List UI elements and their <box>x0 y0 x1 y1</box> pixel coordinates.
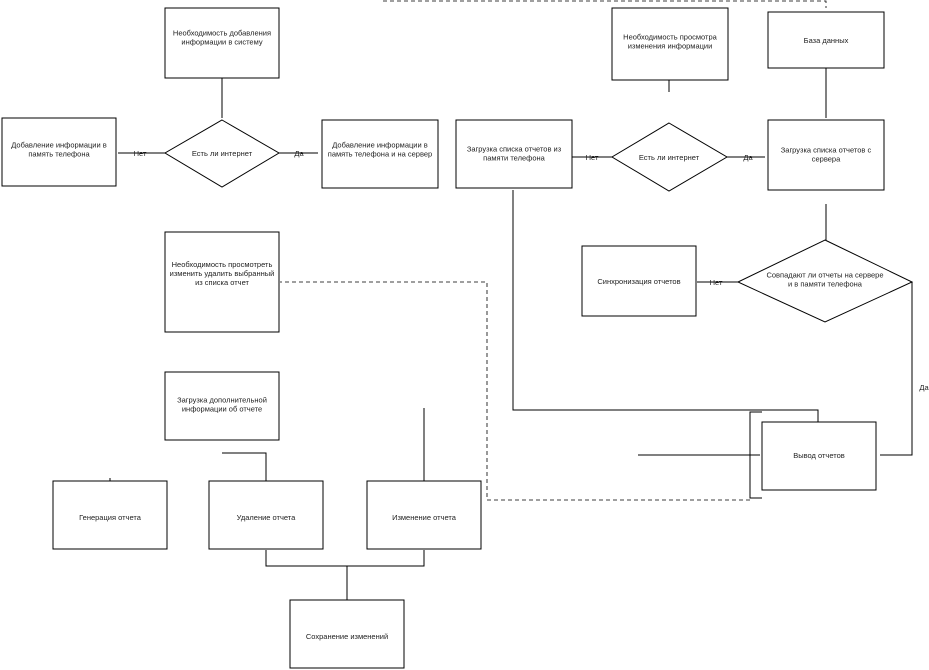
box-need-edit[interactable] <box>164 231 280 333</box>
box-sync[interactable] <box>581 245 697 317</box>
label-sync: Синхронизация отчетов <box>597 277 680 286</box>
box-delete[interactable] <box>208 480 324 550</box>
edge-label-yes-right: Да <box>743 153 753 162</box>
box-db[interactable] <box>767 11 885 69</box>
decision-internet-right[interactable] <box>611 122 728 192</box>
box-add-to-phone[interactable] <box>1 117 117 187</box>
box-modify[interactable] <box>366 480 482 550</box>
box-load-from-server[interactable] <box>767 119 885 191</box>
decision-internet-left[interactable] <box>164 119 280 188</box>
edge-label-no-match: Нет <box>710 278 723 287</box>
label-generate: Генерация отчета <box>79 513 142 522</box>
label-modify: Изменение отчета <box>392 513 457 522</box>
label-save: Сохранение изменений <box>306 632 388 641</box>
label-internet-right: Есть ли интернет <box>639 153 700 162</box>
box-load-extra[interactable] <box>164 371 280 441</box>
box-add-to-phone-server[interactable] <box>321 119 439 189</box>
edge-show-bracket <box>749 411 762 499</box>
label-delete: Удаление отчета <box>237 513 296 522</box>
box-show-reports[interactable] <box>761 421 877 491</box>
box-need-view[interactable] <box>611 7 729 81</box>
box-load-from-phone[interactable] <box>455 119 573 189</box>
label-internet-left: Есть ли интернет <box>192 149 253 158</box>
edge-label-no-left: Нет <box>134 149 147 158</box>
edge-extra-to-delete <box>222 452 267 481</box>
box-save[interactable] <box>289 599 405 669</box>
edge-label-yes-left: Да <box>294 149 304 158</box>
edge-dashed-feedback <box>280 281 750 501</box>
label-db: База данных <box>804 36 849 45</box>
edge-phone-to-show <box>512 190 819 422</box>
edge-label-no-right: Нет <box>586 153 599 162</box>
edge-match-yes <box>880 282 913 456</box>
edge-top-dashed <box>383 0 827 8</box>
box-need-add[interactable] <box>164 7 280 79</box>
edge-label-yes-match: Да <box>919 383 929 392</box>
label-show-reports: Вывод отчетов <box>793 451 845 460</box>
box-generate[interactable] <box>52 480 168 550</box>
decision-match[interactable] <box>736 239 914 323</box>
edge-merge-bottom <box>265 550 425 567</box>
